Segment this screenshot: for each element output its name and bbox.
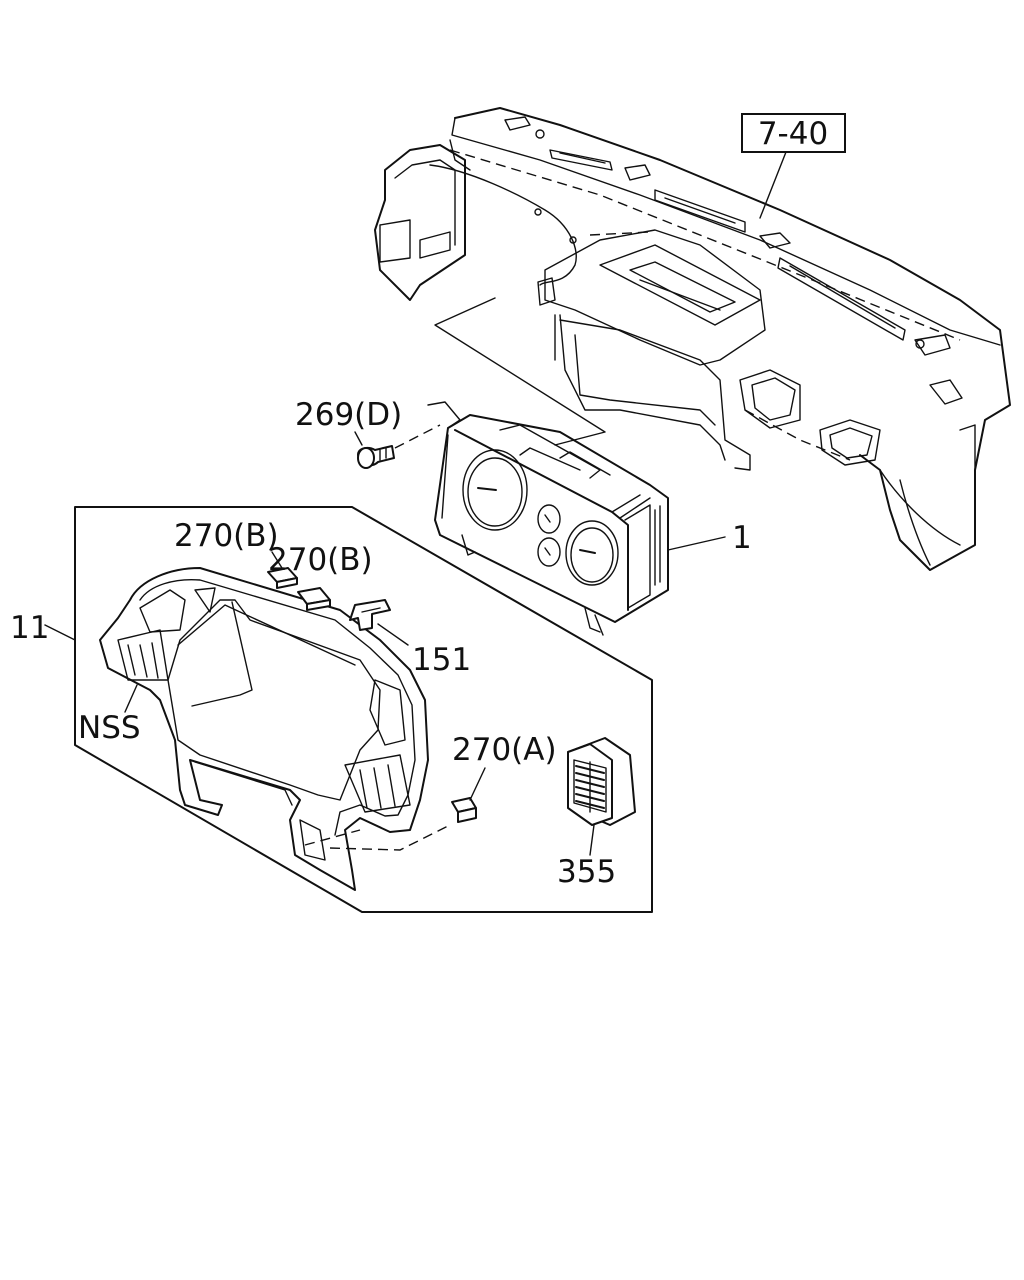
dashboard-panel-icon — [374, 107, 1011, 571]
reference-label-7-40: 7-40 — [758, 116, 828, 152]
callout-270b-1: 270(B) — [174, 518, 279, 554]
group-outline-11 — [74, 506, 653, 913]
clip-270a-icon — [451, 797, 477, 823]
callout-1: 1 — [732, 520, 752, 556]
callout-269d: 269(D) — [295, 397, 402, 433]
callout-11: 11 — [10, 610, 49, 646]
instrument-cluster-icon — [427, 401, 669, 636]
cluster-bezel-icon — [99, 567, 451, 891]
callout-151: 151 — [412, 642, 471, 678]
callout-355: 355 — [557, 854, 616, 890]
clip-151-icon — [349, 599, 391, 631]
clip-icon — [267, 567, 331, 611]
reference-callout-7-40: 7-40 — [741, 113, 846, 219]
callout-270a: 270(A) — [452, 732, 557, 768]
air-vent-icon — [567, 737, 636, 826]
callout-270b-2: 270(B) — [268, 542, 373, 578]
screw-icon — [357, 424, 441, 469]
callout-nss: NSS — [78, 710, 141, 746]
projection-line — [434, 297, 606, 446]
